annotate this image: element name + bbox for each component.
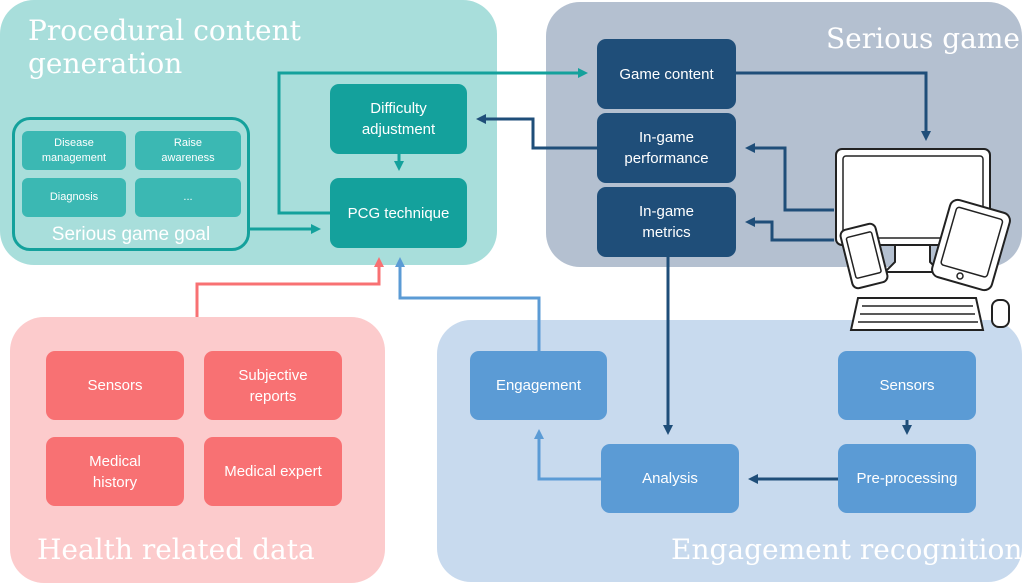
pcg-panel-title: Procedural content generation xyxy=(28,14,301,80)
analysis-box: Analysis xyxy=(601,444,739,513)
engagement-panel-title: Engagement recognition xyxy=(671,533,1023,566)
arrow-engagement-to-pcg xyxy=(395,257,541,351)
arrow-performance-to-difficulty xyxy=(476,114,597,150)
arrow-device-to-metrics xyxy=(745,217,834,242)
medical-expert-box: Medical expert xyxy=(204,437,342,506)
serious-game-panel-title: Serious game xyxy=(826,22,1020,55)
pcg-technique-box: PCG technique xyxy=(330,178,467,248)
device-icon xyxy=(835,148,1011,331)
arrow-health-to-pcg xyxy=(195,257,384,317)
preprocessing-box: Pre-processing xyxy=(838,444,976,513)
serious-game-goal-frame xyxy=(12,117,250,251)
arrow-analysis-to-engagement xyxy=(534,429,601,481)
arrow-pcg-to-game-content xyxy=(277,68,588,215)
ingame-performance-box: In-game performance xyxy=(597,113,736,183)
goal-disease-management: Disease management xyxy=(22,131,126,170)
engagement-box: Engagement xyxy=(470,351,607,420)
arrow-game-content-to-device xyxy=(736,71,931,141)
engagement-sensors-box: Sensors xyxy=(838,351,976,420)
ingame-metrics-box: In-game metrics xyxy=(597,187,736,257)
subjective-reports-box: Subjective reports xyxy=(204,351,342,420)
arrow-device-to-performance xyxy=(745,143,834,212)
game-content-box: Game content xyxy=(597,39,736,109)
goal-raise-awareness: Raise awareness xyxy=(135,131,241,170)
difficulty-adjustment-box: Difficulty adjustment xyxy=(330,84,467,154)
health-panel-title: Health related data xyxy=(37,533,315,566)
medical-history-box: Medical history xyxy=(46,437,184,506)
serious-game-goal-label: Serious game goal xyxy=(51,224,211,245)
goal-more: ... xyxy=(135,178,241,217)
health-sensors-box: Sensors xyxy=(46,351,184,420)
goal-diagnosis: Diagnosis xyxy=(22,178,126,217)
